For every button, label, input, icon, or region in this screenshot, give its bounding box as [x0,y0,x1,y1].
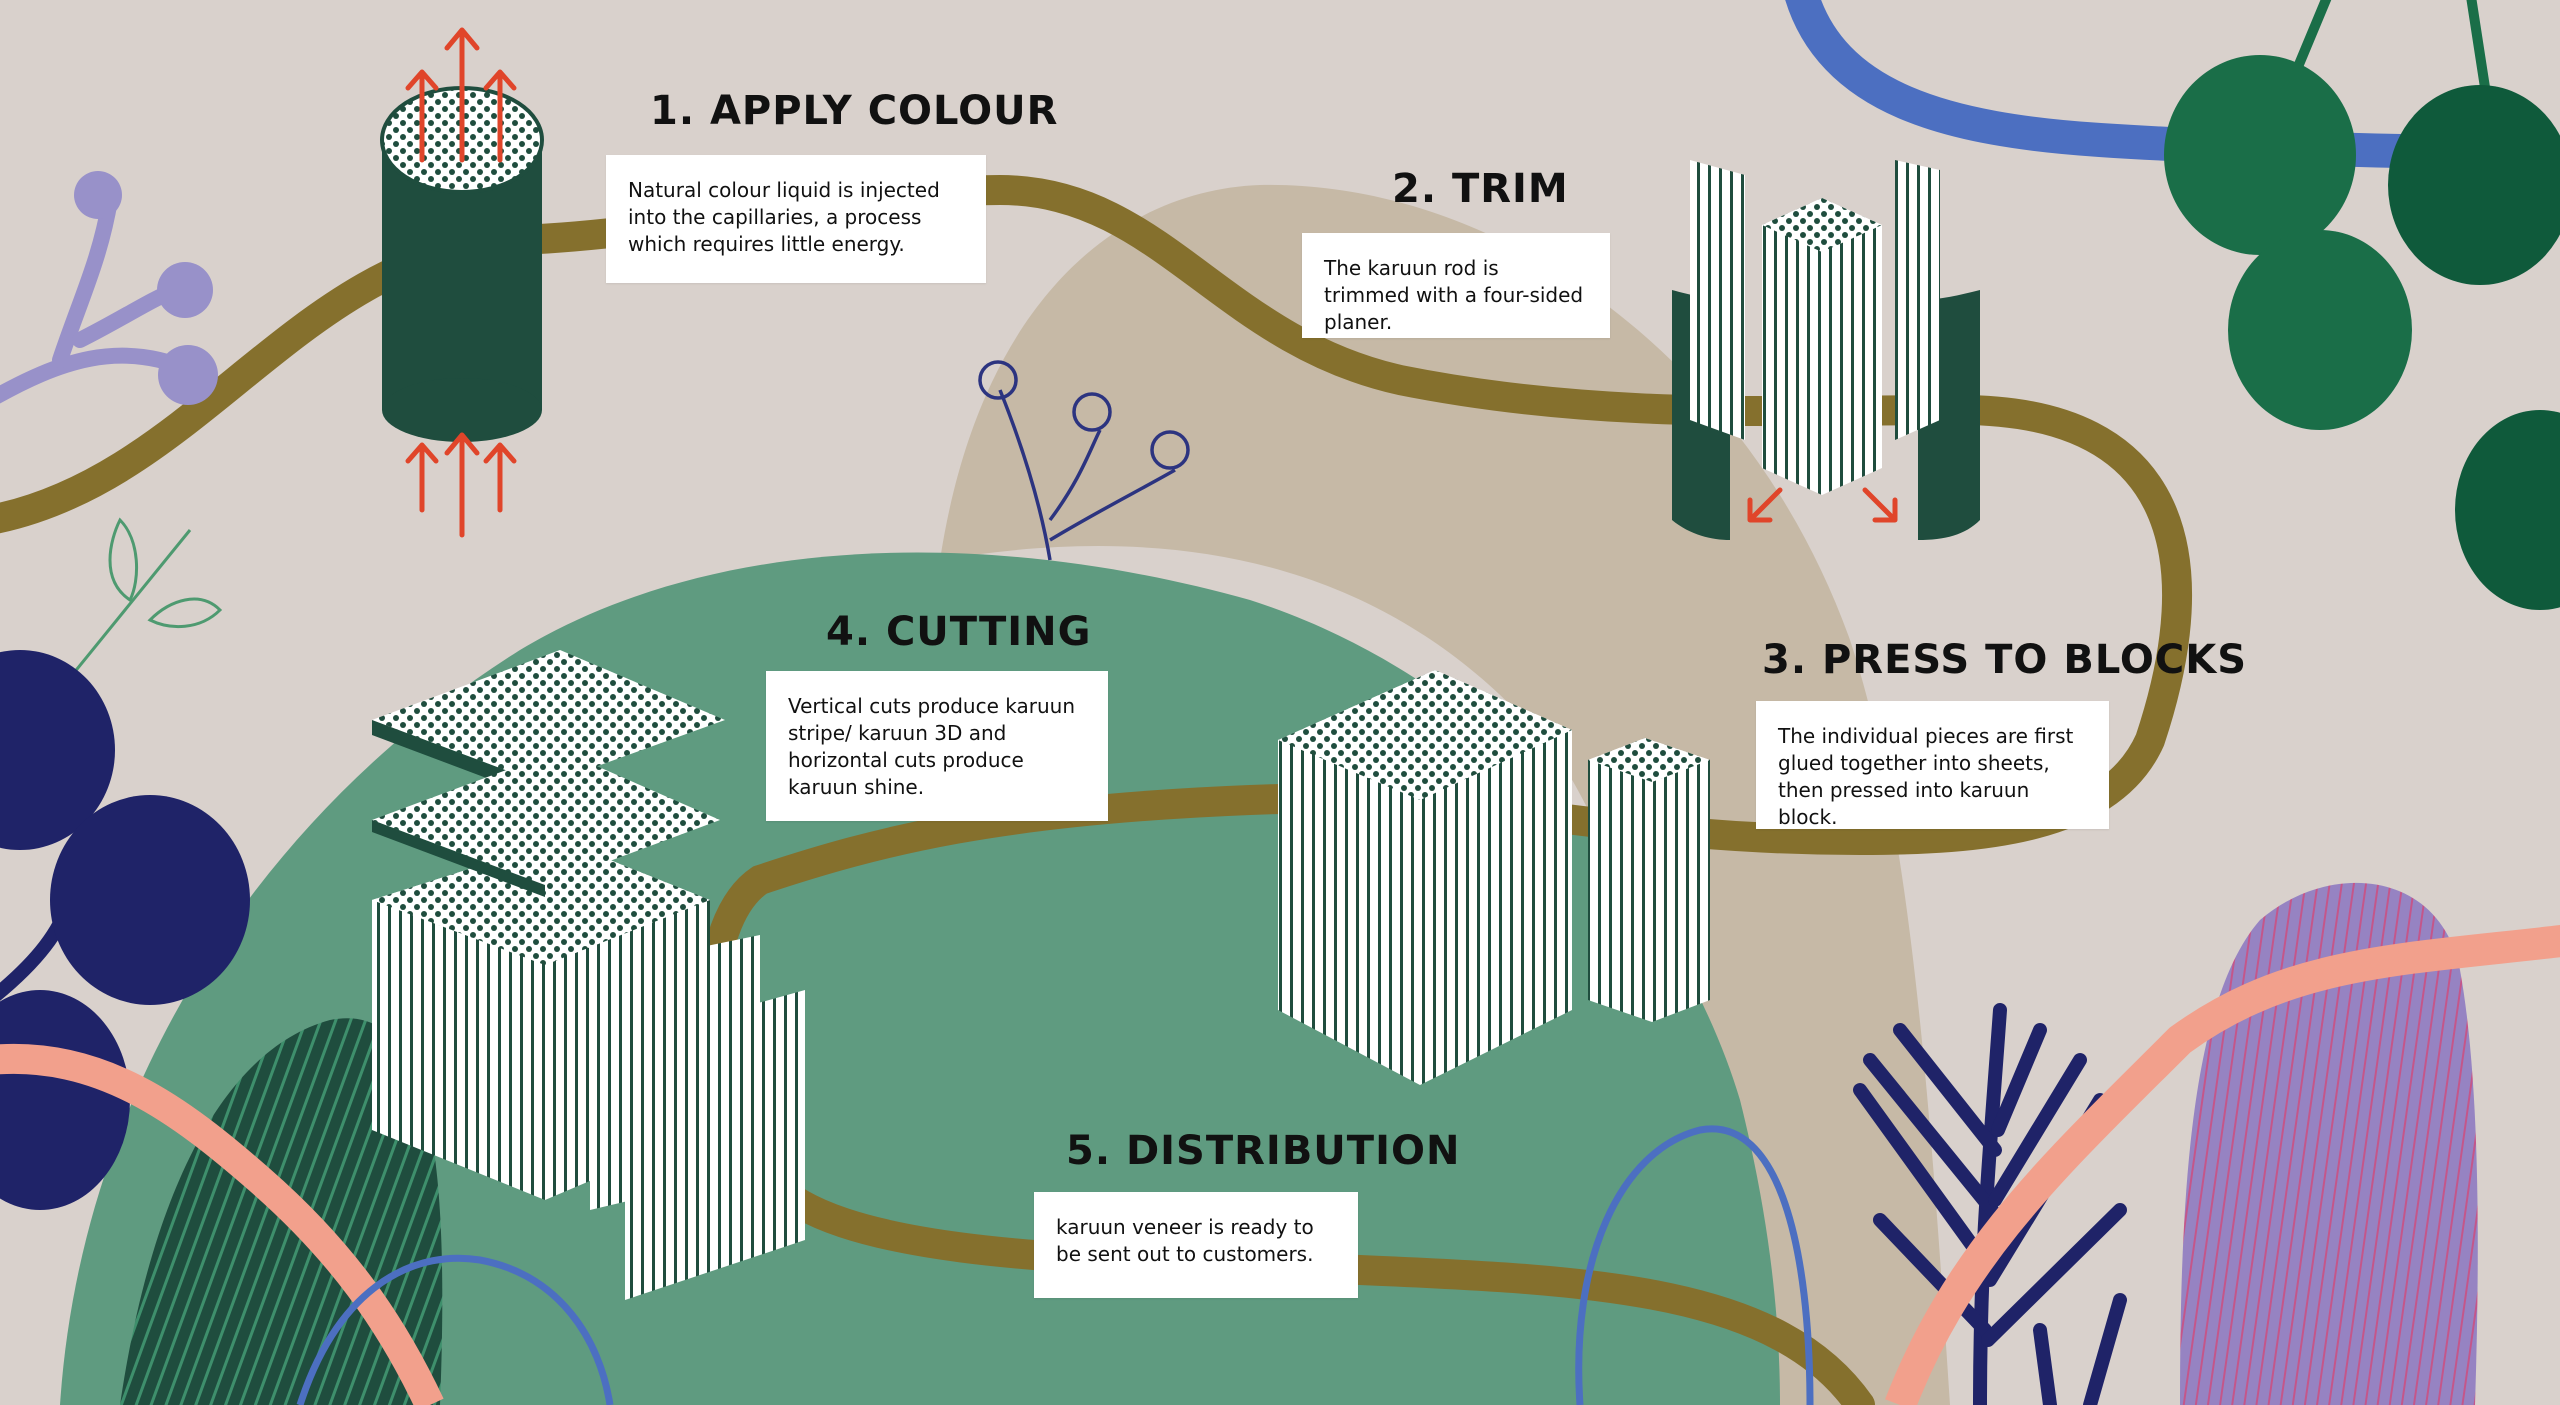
salmon-line-right [1885,925,2560,1405]
navy-sprig [978,360,1190,561]
step-5-text: karuun veneer is ready to be sent out to… [1056,1215,1314,1266]
step-2-card: The karuun rod is trimmed with a four-si… [1302,233,1610,338]
salmon-line-left [0,1043,444,1405]
cut-sheet-middle [372,750,720,897]
up-arrows-bottom [405,432,517,538]
pressed-block-large [1278,670,1572,1085]
step-2-text: The karuun rod is trimmed with a four-si… [1324,256,1584,334]
step-1-card: Natural colour liquid is injected into t… [606,155,986,283]
up-arrows-top [405,27,517,163]
step-1-title: 1. APPLY COLOUR [650,88,1059,134]
blue-loop-middle [1575,1125,1814,1405]
trimmed-rod [1672,160,1980,540]
cut-stripes-vertical [590,935,805,1300]
step-3-title: 3. PRESS TO BLOCKS [1762,637,2248,683]
navy-berries [0,650,250,1210]
step-1-text: Natural colour liquid is injected into t… [628,178,940,256]
step-2-title: 2. TRIM [1392,166,1569,212]
step-4-card: Vertical cuts produce karuun stripe/ kar… [766,671,1108,821]
blue-loop-left [296,1254,614,1405]
pressed-block-small [1588,738,1710,1022]
green-berries [2164,0,2560,610]
green-sprig [58,517,223,691]
step-5-title: 5. DISTRIBUTION [1066,1128,1461,1174]
step-4-text: Vertical cuts produce karuun stripe/ kar… [788,694,1075,799]
lilac-berries [74,171,218,405]
step-5-card: karuun veneer is ready to be sent out to… [1034,1192,1358,1298]
step-3-text: The individual pieces are first glued to… [1778,724,2074,829]
step-4-title: 4. CUTTING [826,609,1092,655]
step-3-card: The individual pieces are first glued to… [1756,701,2109,829]
trim-arrows [1747,487,1898,523]
